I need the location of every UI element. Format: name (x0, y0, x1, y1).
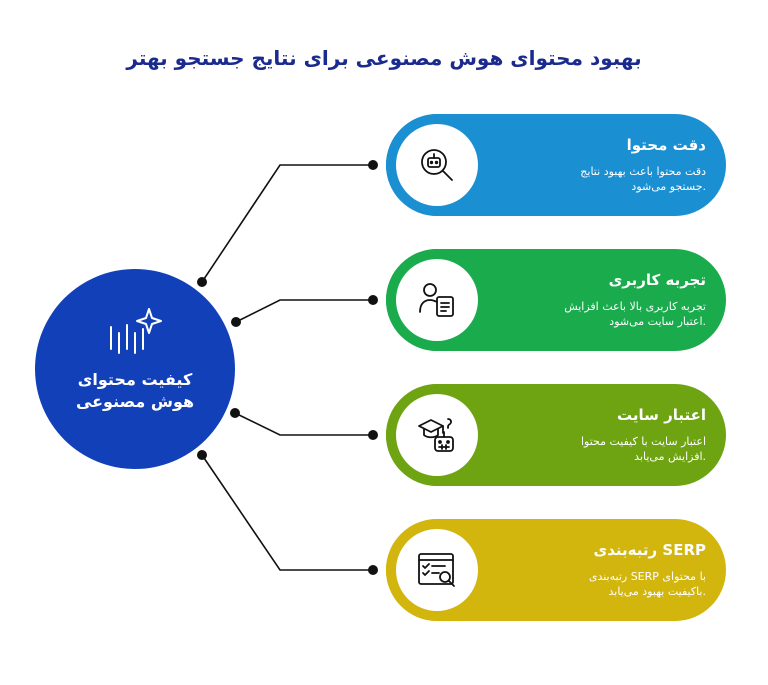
connector-4 (201, 454, 373, 571)
hub-label-line1: کیفیت محتوای (77, 370, 193, 389)
card-description: اعتبار سایت با کیفیت محتوا .افزایش می‌یا… (506, 434, 706, 464)
page-title: بهبود محتوای هوش مصنوعی برای نتایج جستجو… (126, 46, 642, 70)
card-icon-holder (396, 259, 478, 341)
card-icon-holder (396, 529, 478, 611)
robot-search-icon (421, 149, 453, 181)
card-icon-holder (396, 394, 478, 476)
sparkle-waveform-icon (110, 308, 162, 354)
connector-1 (201, 164, 373, 283)
card-desc-line1: تجربه کاربری بالا باعث افزایش (564, 300, 706, 313)
card-desc-line2: .افزایش می‌یابد (634, 450, 706, 463)
card-desc-line2: .جستجو می‌شود (631, 180, 706, 193)
connector-dot (197, 277, 207, 287)
card-icon-ring (386, 519, 488, 621)
card-desc-line1: اعتبار سایت با کیفیت محتوا (580, 435, 706, 448)
graduation-robot-icon (418, 418, 454, 452)
connector-dot (368, 295, 378, 305)
hub-label-line2: هوش مصنوعی (75, 392, 195, 411)
connector-dot (197, 450, 207, 460)
card-icon-ring (386, 114, 488, 216)
card-icon-ring (386, 384, 488, 486)
hub-circle: کیفیت محتوای هوش مصنوعی (35, 269, 235, 469)
card-user-experience: تجربه کاربری تجربه کاربری بالا باعث افزا… (386, 249, 726, 351)
hub-label: کیفیت محتوای هوش مصنوعی (45, 369, 225, 413)
connector-dot (230, 408, 240, 418)
card-icon-holder (396, 124, 478, 206)
card-title: دقت محتوا (626, 136, 706, 154)
card-serp-ranking: SERP رتبه‌بندی با محتوای SERP رتبه‌بندی … (386, 519, 726, 621)
card-desc-line2: .باکیفیت بهبود می‌یابد (608, 585, 707, 598)
connector-dot (368, 565, 378, 575)
connector-2 (235, 299, 373, 323)
browser-search-icon (418, 553, 455, 587)
card-description: با محتوای SERP رتبه‌بندی .باکیفیت بهبود … (506, 569, 706, 599)
card-title: اعتبار سایت (616, 406, 706, 424)
connector-dot (368, 160, 378, 170)
card-desc-line1: با محتوای SERP رتبه‌بندی (588, 570, 706, 583)
card-site-authority: اعتبار سایت اعتبار سایت با کیفیت محتوا .… (386, 384, 726, 486)
connector-dot (231, 317, 241, 327)
card-title: SERP رتبه‌بندی (593, 541, 706, 559)
card-title: تجربه کاربری (608, 271, 706, 289)
card-desc-line2: .اعتبار سایت می‌شود (609, 315, 706, 328)
card-content-accuracy: دقت محتوا دقت محتوا باعث بهبود نتایج .جس… (386, 114, 726, 216)
connector-dot (368, 430, 378, 440)
card-desc-line1: دقت محتوا باعث بهبود نتایج (580, 165, 706, 178)
card-icon-ring (386, 249, 488, 351)
connector-3 (234, 412, 373, 436)
card-description: تجربه کاربری بالا باعث افزایش .اعتبار سا… (506, 299, 706, 329)
card-description: دقت محتوا باعث بهبود نتایج .جستجو می‌شود (506, 164, 706, 194)
user-document-icon (419, 283, 454, 317)
